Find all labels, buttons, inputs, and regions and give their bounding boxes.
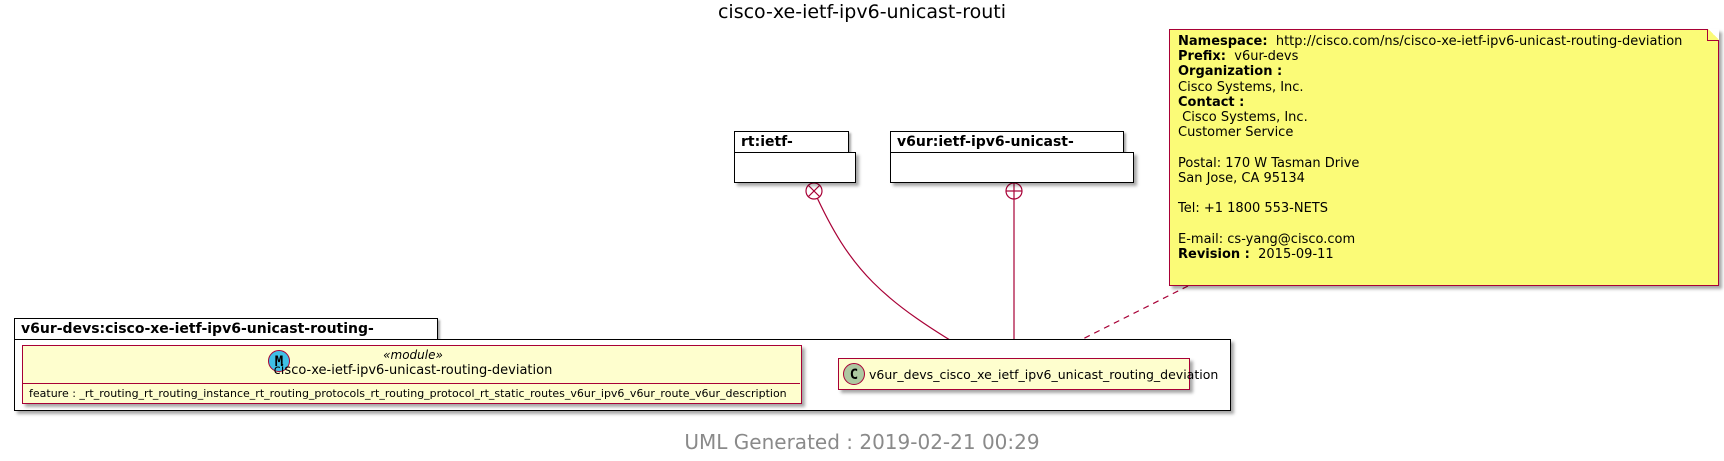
organization-value: Cisco Systems, Inc. xyxy=(1178,79,1304,95)
package-tab-deviation: v6ur-devs:cisco-xe-ietf-ipv6-unicast-rou… xyxy=(14,318,438,358)
contact-line: Postal: 170 W Tasman Drive xyxy=(1178,155,1360,171)
package-tab-rt-routing: rt:ietf-routing xyxy=(734,131,849,171)
namespace-label: Namespace: xyxy=(1178,34,1268,49)
contact-line: Tel: +1 1800 553-NETS xyxy=(1178,201,1329,217)
contact-line: Cisco Systems, Inc. xyxy=(1178,110,1308,126)
class-stereotype-icon: C xyxy=(843,363,865,385)
contact-line: E-mail: cs-yang@cisco.com xyxy=(1178,231,1356,247)
module-stereotype-icon: M xyxy=(268,350,290,372)
generated-footer: UML Generated : 2019-02-21 00:29 xyxy=(684,430,1040,454)
contact-line: San Jose, CA 95134 xyxy=(1178,170,1305,186)
module-info-note: Namespace: http://cisco.com/ns/cisco-xe-… xyxy=(1169,29,1719,286)
module-class-divider xyxy=(23,383,800,384)
contact-line: Customer Service xyxy=(1178,125,1294,141)
deviation-class-name: v6ur_devs_cisco_xe_ietf_ipv6_unicast_rou… xyxy=(869,367,1219,382)
namespace-value: http://cisco.com/ns/cisco-xe-ietf-ipv6-u… xyxy=(1275,34,1683,49)
contact-label: Contact : xyxy=(1178,94,1245,110)
module-class[interactable]: M «module» cisco-xe-ietf-ipv6-unicast-ro… xyxy=(22,345,802,404)
diagram-title: cisco-xe-ietf-ipv6-unicast-routi xyxy=(717,1,1006,23)
prefix-value: v6ur-devs xyxy=(1234,49,1299,65)
module-stereotype: «module» xyxy=(383,348,443,362)
module-feature: feature : _rt_routing_rt_routing_instanc… xyxy=(29,387,787,400)
note-folded-corner xyxy=(1707,29,1719,41)
link-rt-routing xyxy=(813,190,981,359)
deviation-class[interactable]: C v6ur_devs_cisco_xe_ietf_ipv6_unicast_r… xyxy=(838,358,1218,390)
revision-value: 2015-09-11 xyxy=(1258,246,1334,262)
package-v6ur-routing xyxy=(890,152,1134,183)
contact-line xyxy=(1178,186,1710,201)
prefix-label: Prefix: xyxy=(1178,49,1226,65)
contact-line xyxy=(1178,140,1710,155)
organization-label: Organization : xyxy=(1178,64,1283,80)
revision-label: Revision : xyxy=(1178,246,1250,262)
contact-line xyxy=(1178,216,1710,231)
package-tab-v6ur-routing: v6ur:ietf-ipv6-unicast-routing xyxy=(890,131,1124,171)
package-rt-routing xyxy=(734,152,856,183)
module-class-name: cisco-xe-ietf-ipv6-unicast-routing-devia… xyxy=(273,363,553,378)
